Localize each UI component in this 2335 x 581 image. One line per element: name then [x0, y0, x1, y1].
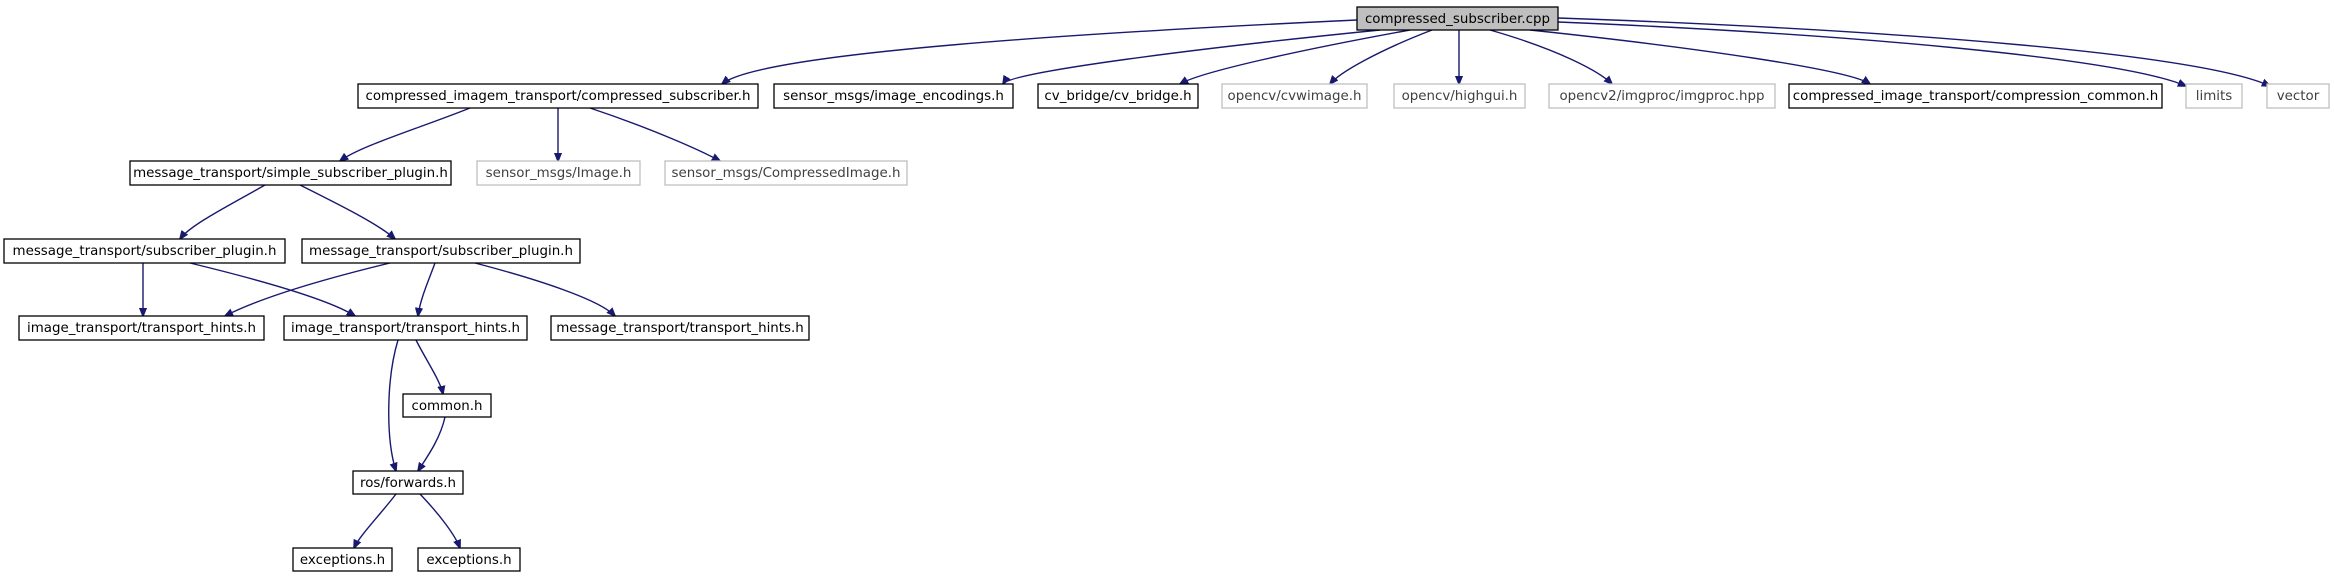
edge-n10-to-n13: [180, 184, 266, 239]
edge-n13-to-n16: [189, 262, 355, 316]
node-label: message_transport/subscriber_plugin.h: [13, 244, 277, 259]
node-label: cv_bridge/cv_bridge.h: [1044, 89, 1191, 104]
edge-n1-to-n12: [589, 107, 720, 161]
node-label: opencv/cvwimage.h: [1228, 89, 1362, 104]
node-image-transport-transport-hints-h-left[interactable]: image_transport/transport_hints.h: [18, 315, 265, 341]
node-sensor-msgs-image-h[interactable]: sensor_msgs/Image.h: [476, 160, 641, 186]
node-compressed-imagem-transport-compressed-subscriber-h[interactable]: compressed_imagem_transport/compressed_s…: [357, 83, 759, 109]
node-label: image_transport/transport_hints.h: [27, 321, 256, 336]
node-label: image_transport/transport_hints.h: [291, 321, 520, 336]
edge-n14-to-n15: [225, 262, 391, 316]
edge-n0-to-n6: [1489, 29, 1612, 84]
edge-n14-to-n17: [474, 262, 615, 316]
node-label: sensor_msgs/Image.h: [486, 166, 632, 181]
node-opencv-cvwimage-h[interactable]: opencv/cvwimage.h: [1221, 83, 1368, 109]
node-opencv-highgui-h[interactable]: opencv/highgui.h: [1393, 83, 1526, 109]
node-label: message_transport/simple_subscriber_plug…: [133, 166, 448, 181]
node-label: compressed_imagem_transport/compressed_s…: [366, 89, 751, 104]
node-label: compressed_image_transport/compression_c…: [1793, 89, 2158, 104]
node-label: message_transport/transport_hints.h: [556, 321, 804, 336]
edge-n14-to-n16: [418, 262, 436, 316]
edge-n0-to-n7: [1529, 29, 1870, 84]
edge-n19-to-n20: [354, 493, 397, 548]
edge-n16-to-n19: [388, 339, 399, 471]
node-exceptions-h-right[interactable]: exceptions.h: [417, 547, 521, 572]
node-label: vector: [2277, 89, 2320, 104]
node-label: message_transport/subscriber_plugin.h: [309, 244, 573, 259]
node-cv-bridge-cv-bridge-h[interactable]: cv_bridge/cv_bridge.h: [1037, 83, 1199, 109]
node-message-transport-subscriber-plugin-h-left[interactable]: message_transport/subscriber_plugin.h: [3, 238, 286, 264]
node-compressed-image-transport-compression-common-h[interactable]: compressed_image_transport/compression_c…: [1788, 83, 2163, 109]
node-common-h[interactable]: common.h: [402, 393, 492, 418]
node-vector[interactable]: vector: [2266, 83, 2330, 109]
node-label: compressed_subscriber.cpp: [1365, 12, 1550, 27]
edge-n0-to-n8: [1557, 21, 2186, 86]
node-label: sensor_msgs/CompressedImage.h: [672, 166, 901, 181]
node-label: opencv2/imgproc/imgproc.hpp: [1559, 89, 1764, 104]
edge-n10-to-n14: [299, 184, 395, 239]
edge-n0-to-n3: [1180, 29, 1411, 84]
node-label: ros/forwards.h: [360, 476, 456, 491]
node-sensor-msgs-compressedimage-h[interactable]: sensor_msgs/CompressedImage.h: [664, 160, 908, 186]
edge-n0-to-n2: [1003, 29, 1381, 84]
edge-n0-to-n9: [1557, 17, 2270, 86]
edge-n0-to-n4: [1330, 29, 1433, 84]
node-exceptions-h-left[interactable]: exceptions.h: [292, 547, 393, 572]
node-compressed-subscriber-cpp[interactable]: compressed_subscriber.cpp: [1356, 6, 1559, 31]
node-limits[interactable]: limits: [2185, 83, 2243, 109]
node-label: opencv/highgui.h: [1402, 89, 1518, 104]
edge-n18-to-n19: [418, 416, 446, 471]
node-label: exceptions.h: [300, 553, 385, 568]
node-message-transport-transport-hints-h[interactable]: message_transport/transport_hints.h: [550, 315, 810, 341]
edge-n19-to-n21: [419, 493, 460, 548]
node-label: limits: [2196, 89, 2232, 104]
node-opencv2-imgproc-imgproc-hpp[interactable]: opencv2/imgproc/imgproc.hpp: [1548, 83, 1776, 109]
node-label: exceptions.h: [426, 553, 511, 568]
nodes-layer: compressed_subscriber.cpp compressed_ima…: [3, 6, 2330, 572]
node-message-transport-subscriber-plugin-h-right[interactable]: message_transport/subscriber_plugin.h: [301, 238, 581, 264]
edge-n0-to-n1: [722, 19, 1358, 84]
node-image-transport-transport-hints-h-right[interactable]: image_transport/transport_hints.h: [283, 315, 528, 341]
node-label: sensor_msgs/image_encodings.h: [783, 89, 1004, 104]
edge-n16-to-n18: [415, 339, 443, 394]
edges-layer: [143, 17, 2270, 548]
node-ros-forwards-h[interactable]: ros/forwards.h: [352, 470, 464, 495]
node-sensor-msgs-image-encodings-h[interactable]: sensor_msgs/image_encodings.h: [773, 83, 1014, 109]
node-message-transport-simple-subscriber-plugin-h[interactable]: message_transport/simple_subscriber_plug…: [129, 160, 452, 186]
edge-n1-to-n10: [340, 107, 471, 161]
node-label: common.h: [411, 399, 482, 414]
